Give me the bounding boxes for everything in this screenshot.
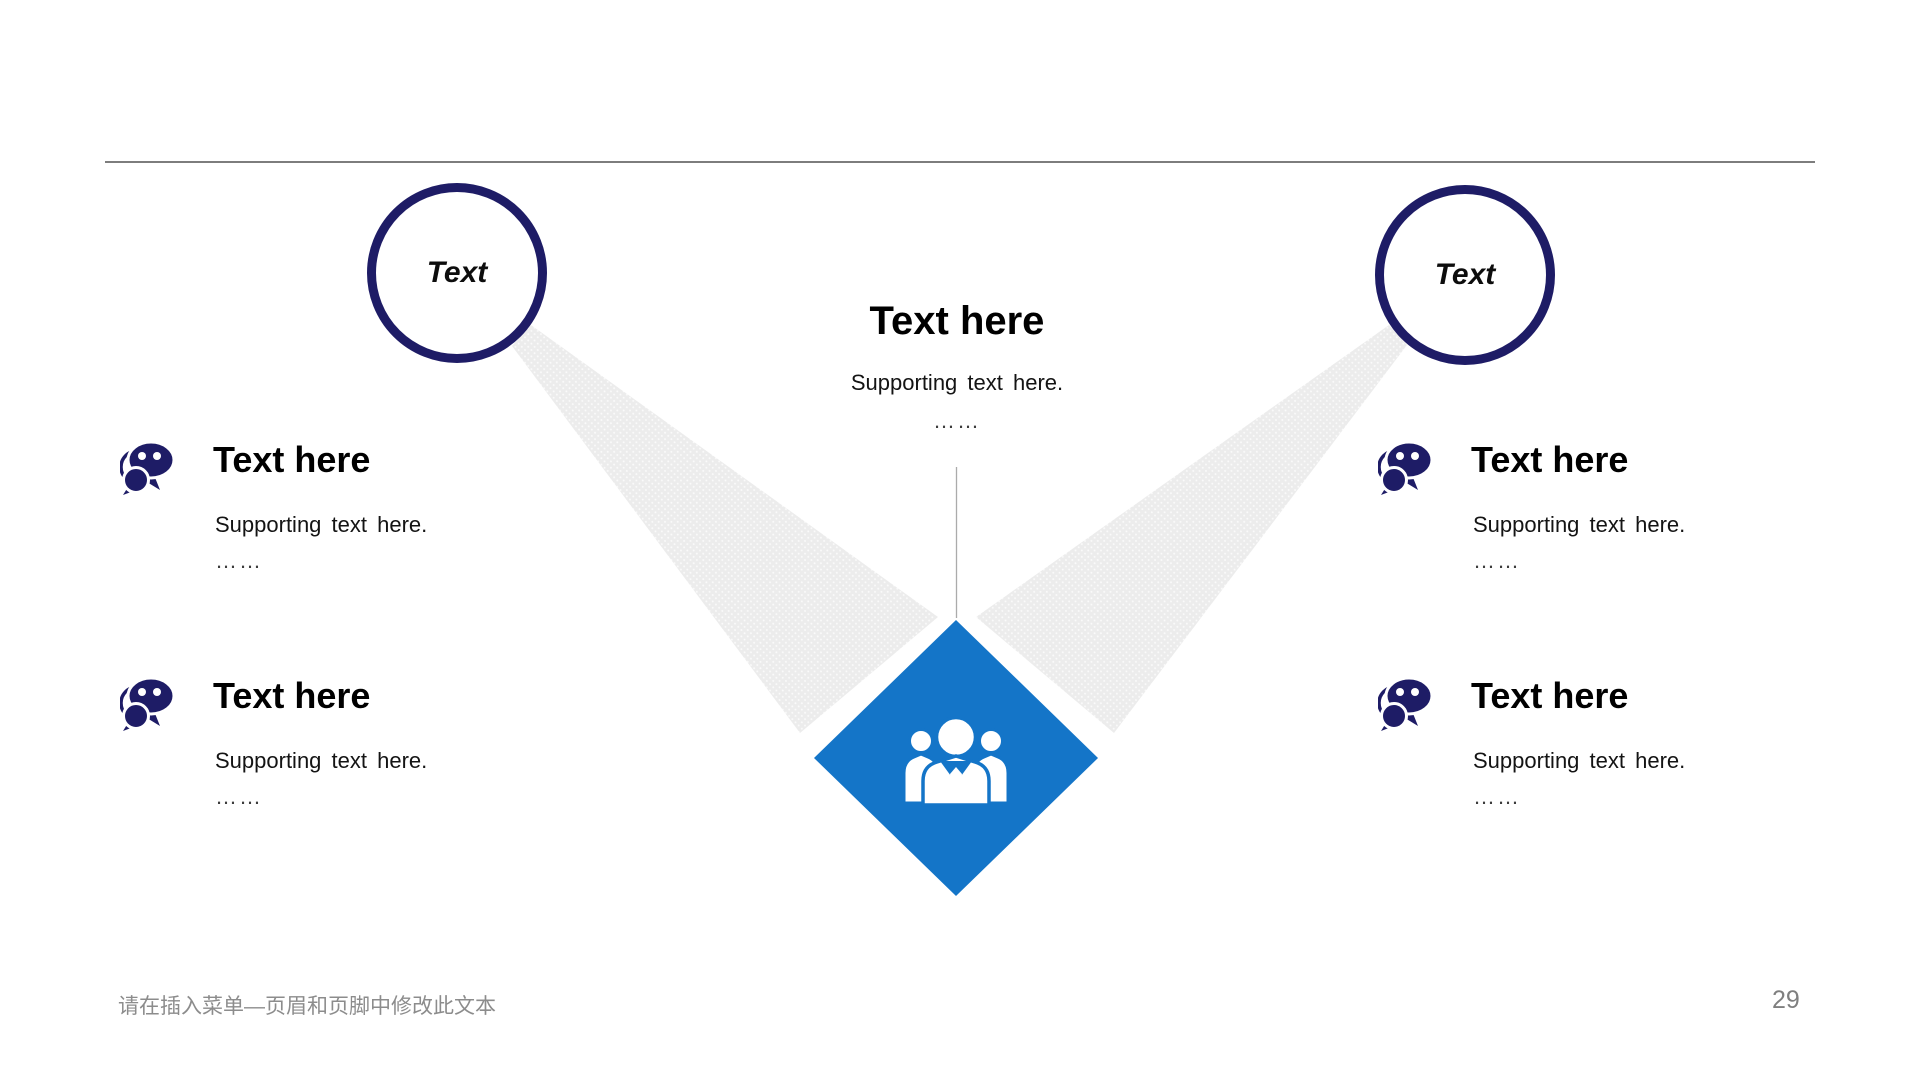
chat-bubbles-icon — [1378, 678, 1434, 731]
top-divider-line — [105, 161, 1815, 163]
center-supporting-text: Supporting text here. — [850, 370, 1064, 395]
feature-supporting-text: Supporting text here. — [1473, 512, 1686, 537]
feature-title: Text here — [213, 675, 371, 716]
team-people-icon — [902, 715, 1010, 807]
feature-supporting-text: Supporting text here. — [215, 748, 428, 773]
feature-ellipsis: …… — [1473, 784, 1521, 809]
left-circle: Text — [367, 183, 547, 363]
feature-title: Text here — [1471, 439, 1629, 480]
page-number: 29 — [1772, 986, 1800, 1014]
center-title: Text here — [869, 299, 1045, 343]
center-text-block: Text here Supporting text here. …… — [657, 298, 1257, 434]
feature-title: Text here — [213, 439, 371, 480]
right-circle: Text — [1375, 185, 1555, 365]
chat-bubbles-icon — [120, 442, 176, 495]
footer-note: 请在插入菜单—页眉和页脚中修改此文本 — [118, 995, 496, 1018]
feature-supporting-text: Supporting text here. — [1473, 748, 1686, 773]
feature-supporting-text: Supporting text here. — [215, 512, 428, 537]
right-circle-label: Text — [1434, 258, 1496, 291]
center-ellipsis: …… — [933, 408, 981, 433]
feature-block-left-bottom: Text here Supporting text here. …… — [120, 674, 550, 810]
feature-block-left-top: Text here Supporting text here. …… — [120, 438, 550, 574]
right-beam — [976, 325, 1407, 733]
chat-bubbles-icon — [1378, 442, 1434, 495]
left-circle-label: Text — [426, 256, 488, 289]
feature-block-right-bottom: Text here Supporting text here. …… — [1378, 674, 1808, 810]
feature-ellipsis: …… — [215, 784, 263, 809]
feature-title: Text here — [1471, 675, 1629, 716]
left-beam — [512, 325, 938, 733]
feature-ellipsis: …… — [1473, 548, 1521, 573]
feature-block-right-top: Text here Supporting text here. …… — [1378, 438, 1808, 574]
feature-ellipsis: …… — [215, 548, 263, 573]
chat-bubbles-icon — [120, 678, 176, 731]
